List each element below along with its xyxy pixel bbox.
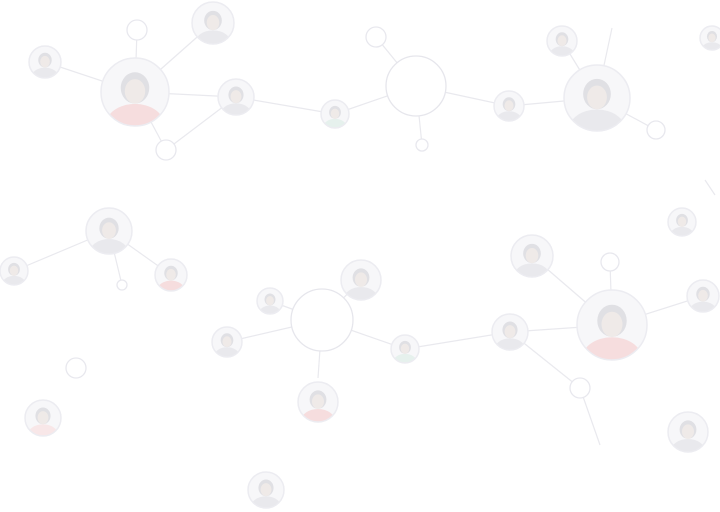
small-ring-icon [600,252,620,272]
person-photo-icon [576,289,648,361]
person-photo-icon [256,287,284,315]
person-photo-icon [297,381,339,423]
hub-circle-icon [385,55,447,117]
person-photo-icon [563,64,631,132]
person-photo-icon [247,471,285,509]
small-ring-icon [65,357,87,379]
person-photo-icon [28,45,62,79]
person-photo-icon [211,326,243,358]
hub-circle-icon [290,288,354,352]
person-photo-icon [100,57,170,127]
small-ring-icon [155,139,177,161]
person-photo-icon [217,78,255,116]
person-photo-icon [510,234,554,278]
small-ring-icon [365,26,387,48]
network-hubs [65,19,666,399]
person-photo-icon [320,99,350,129]
person-photo-icon [667,411,709,453]
person-photo-icon [0,256,29,286]
small-ring-icon [646,120,666,140]
person-photo-icon [340,259,382,301]
small-ring-icon [126,19,148,41]
small-ring-icon [116,279,128,291]
person-photo-icon [24,399,62,437]
small-ring-icon [415,138,429,152]
small-ring-icon [569,377,591,399]
person-photo-icon [546,25,578,57]
network-edge [704,179,716,196]
person-photo-icon [85,207,133,255]
person-photo-icon [390,334,420,364]
person-photo-icon [191,1,235,45]
person-photo-icon [686,279,720,313]
person-photo-icon [154,258,188,292]
person-photo-icon [491,313,529,351]
person-photo-icon [699,25,720,51]
person-photo-icon [493,90,525,122]
person-photo-icon [667,207,697,237]
